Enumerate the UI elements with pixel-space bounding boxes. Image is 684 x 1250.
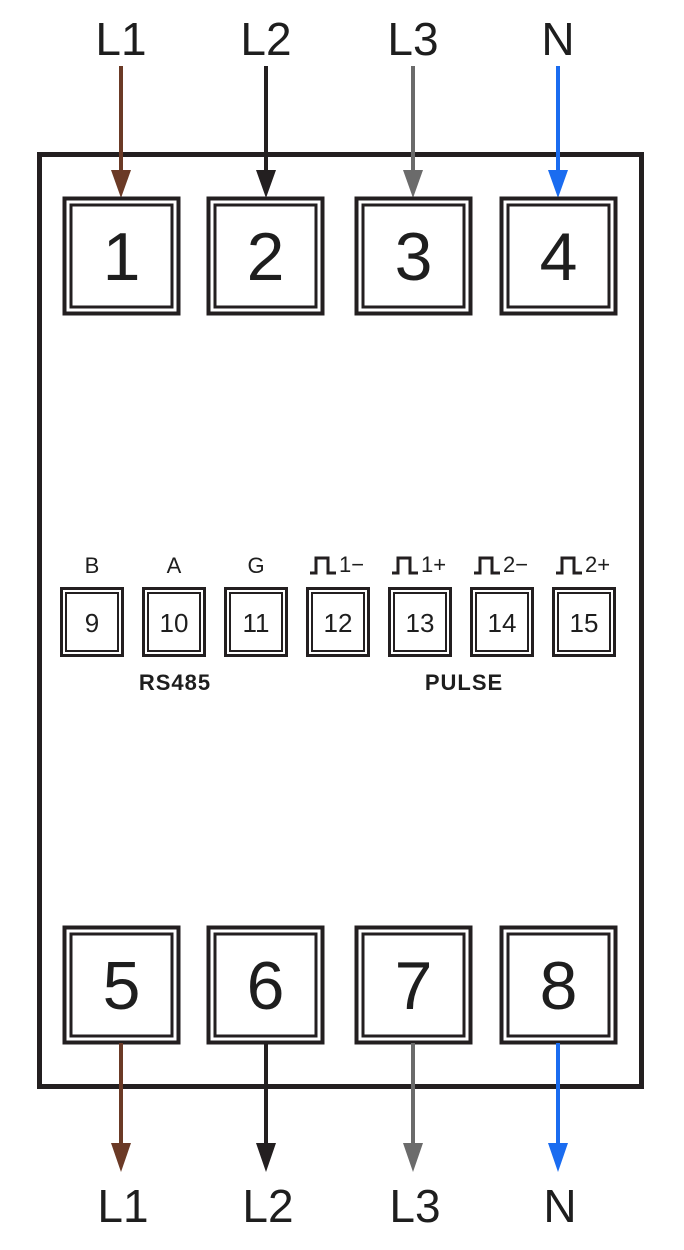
terminal-inner-frame [69, 203, 174, 309]
output-terminal: 7 [354, 925, 473, 1045]
terminal-outer-frame [354, 196, 473, 316]
rs485-group-label: RS485 [139, 670, 211, 695]
terminal-inner-frame [65, 592, 119, 652]
arrow-down-icon [403, 170, 423, 198]
meter-body [37, 152, 644, 1089]
terminal-outer-frame [224, 587, 288, 657]
output-terminal: 6 [206, 925, 325, 1045]
input-wire-label: N [541, 13, 574, 65]
terminal-inner-frame [393, 592, 447, 652]
input-terminal: 3 [354, 196, 473, 316]
terminal-outer-frame [354, 925, 473, 1045]
terminal-inner-frame [213, 932, 318, 1038]
small-terminal: 10 [142, 587, 206, 657]
terminal-header: 1− [339, 552, 364, 577]
small-terminal: 11 [224, 587, 288, 657]
small-terminal: 9 [60, 587, 124, 657]
input-wire-label: L3 [387, 13, 438, 65]
terminal-inner-frame [147, 592, 201, 652]
terminal-number: 14 [488, 608, 517, 638]
terminal-number: 6 [247, 948, 285, 1024]
small-terminal: 15 [552, 587, 616, 657]
pulse-icon [556, 556, 582, 575]
terminal-number: 15 [570, 608, 599, 638]
terminal-number: 11 [243, 608, 270, 638]
input-terminal: 1 [62, 196, 181, 316]
terminal-outer-frame [499, 196, 618, 316]
arrow-down-icon [111, 1143, 131, 1172]
arrow-down-icon [111, 170, 131, 198]
terminal-number: 5 [103, 948, 141, 1024]
terminal-number: 4 [540, 219, 578, 295]
terminal-number: 3 [395, 219, 433, 295]
pulse-icon [392, 556, 418, 575]
arrow-down-icon [256, 170, 276, 198]
terminal-outer-frame [499, 925, 618, 1045]
arrow-down-icon [548, 170, 568, 198]
terminal-number: 1 [103, 219, 141, 295]
terminal-header: 2− [503, 552, 528, 577]
terminal-outer-frame [388, 587, 452, 657]
output-wire-label: L2 [242, 1180, 293, 1232]
terminal-number: 2 [247, 219, 285, 295]
terminal-number: 8 [540, 948, 578, 1024]
terminal-inner-frame [506, 203, 611, 309]
terminal-header: G [247, 553, 264, 578]
terminal-number: 9 [85, 608, 99, 638]
terminal-number: 7 [395, 948, 433, 1024]
terminal-number: 10 [160, 608, 189, 638]
input-terminal: 2 [206, 196, 325, 316]
pulse-group-label: PULSE [425, 670, 503, 695]
output-wire-label: N [543, 1180, 576, 1232]
terminal-outer-frame [206, 196, 325, 316]
terminal-number: 13 [406, 608, 435, 638]
pulse-icon [474, 556, 500, 575]
terminal-outer-frame [470, 587, 534, 657]
small-terminal: 14 [470, 587, 534, 657]
arrow-down-icon [256, 1143, 276, 1172]
terminal-header: 2+ [585, 552, 610, 577]
terminal-header: A [167, 553, 182, 578]
terminal-inner-frame [506, 932, 611, 1038]
terminal-inner-frame [69, 932, 174, 1038]
output-wire-label: L1 [97, 1180, 148, 1232]
terminal-header: B [85, 553, 100, 578]
small-terminal: 13 [388, 587, 452, 657]
small-terminal: 12 [306, 587, 370, 657]
input-wire-label: L1 [95, 13, 146, 65]
arrow-down-icon [548, 1143, 568, 1172]
output-terminal: 5 [62, 925, 181, 1045]
terminal-inner-frame [311, 592, 365, 652]
output-wire-label: L3 [389, 1180, 440, 1232]
terminal-inner-frame [361, 932, 466, 1038]
terminal-outer-frame [142, 587, 206, 657]
input-wire-label: L2 [240, 13, 291, 65]
input-terminal: 4 [499, 196, 618, 316]
output-terminal: 8 [499, 925, 618, 1045]
terminal-outer-frame [62, 196, 181, 316]
terminal-outer-frame [206, 925, 325, 1045]
terminal-outer-frame [306, 587, 370, 657]
terminal-outer-frame [62, 925, 181, 1045]
pulse-icon [310, 556, 336, 575]
terminal-outer-frame [60, 587, 124, 657]
terminal-inner-frame [213, 203, 318, 309]
terminal-number: 12 [324, 608, 353, 638]
arrow-down-icon [403, 1143, 423, 1172]
terminal-inner-frame [557, 592, 611, 652]
terminal-outer-frame [552, 587, 616, 657]
terminal-header: 1+ [421, 552, 446, 577]
terminal-inner-frame [475, 592, 529, 652]
terminal-inner-frame [229, 592, 283, 652]
terminal-inner-frame [361, 203, 466, 309]
